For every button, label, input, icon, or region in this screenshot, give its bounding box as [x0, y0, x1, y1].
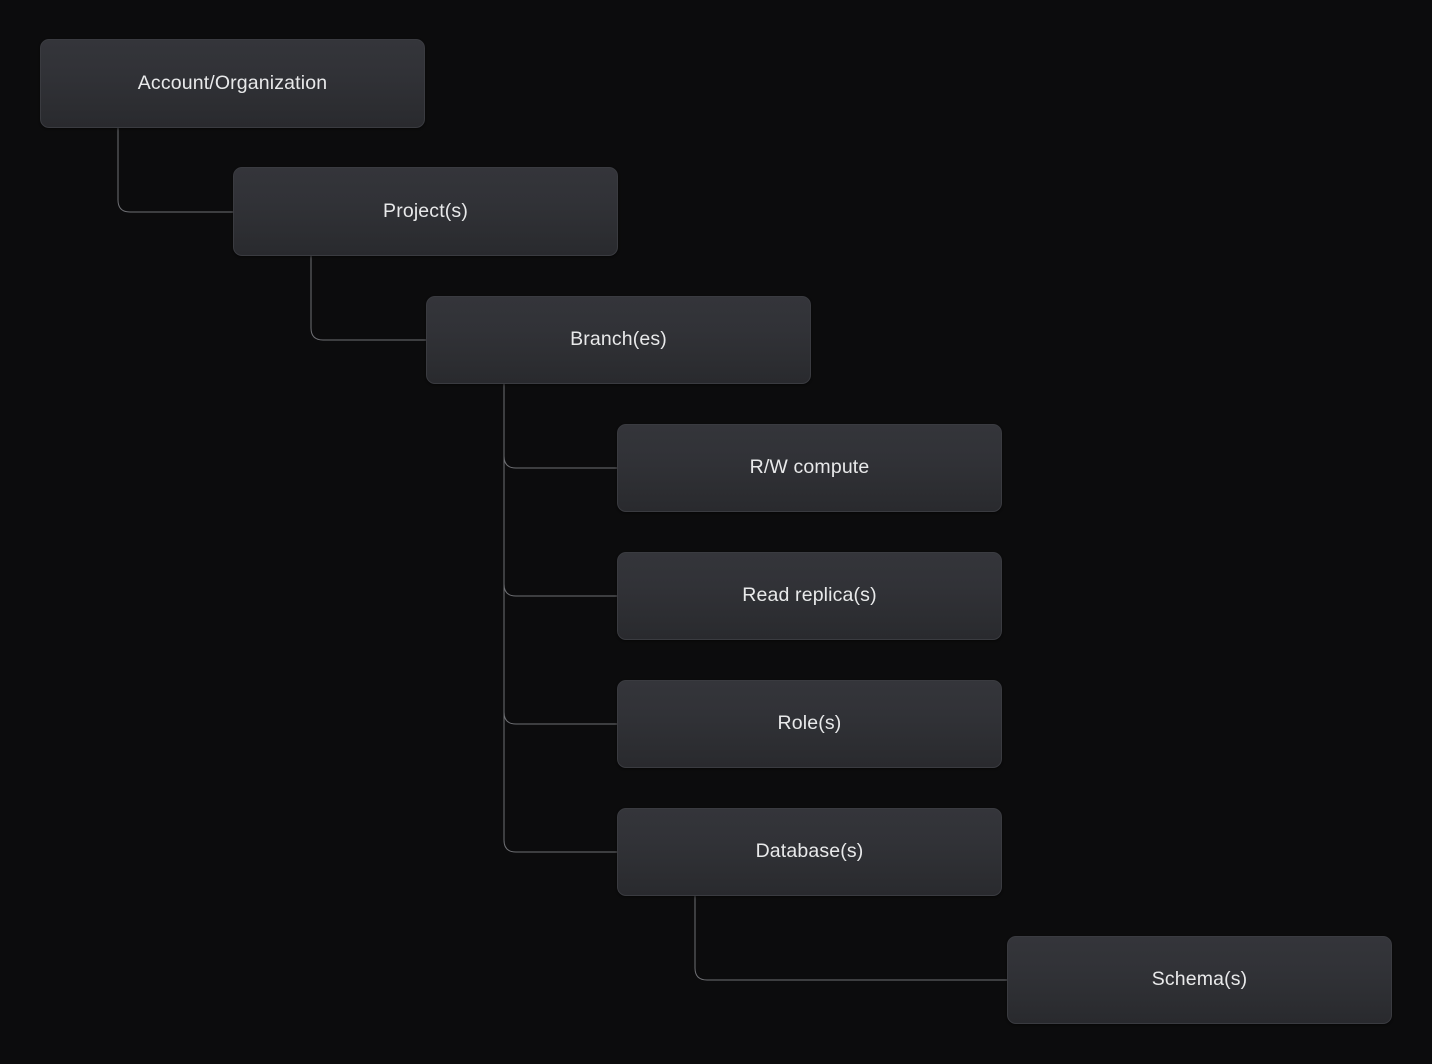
node-read-replica[interactable]: Read replica(s) — [617, 552, 1002, 640]
connector-branch-rw-compute — [503, 383, 618, 469]
node-label-project: Project(s) — [383, 199, 468, 222]
node-label-branch: Branch(es) — [570, 328, 667, 351]
node-branch[interactable]: Branch(es) — [426, 296, 811, 384]
connector-branch-role — [503, 383, 618, 725]
node-schema[interactable]: Schema(s) — [1007, 936, 1392, 1024]
node-database[interactable]: Database(s) — [617, 808, 1002, 896]
node-label-read-replica: Read replica(s) — [742, 584, 877, 607]
node-label-account: Account/Organization — [137, 71, 328, 94]
node-label-role: Role(s) — [777, 712, 842, 735]
node-account[interactable]: Account/Organization — [40, 39, 425, 128]
node-label-database: Database(s) — [755, 840, 864, 863]
node-role[interactable]: Role(s) — [617, 680, 1002, 768]
connector-database-schema — [694, 895, 1008, 981]
connector-project-branch — [310, 255, 427, 341]
node-label-schema: Schema(s) — [1151, 968, 1248, 991]
connector-branch-read-replica — [503, 383, 618, 597]
node-project[interactable]: Project(s) — [233, 167, 618, 256]
node-rw-compute[interactable]: R/W compute — [617, 424, 1002, 512]
node-label-rw-compute: R/W compute — [749, 456, 870, 479]
connector-branch-database — [503, 383, 618, 853]
connector-account-project — [117, 127, 234, 213]
